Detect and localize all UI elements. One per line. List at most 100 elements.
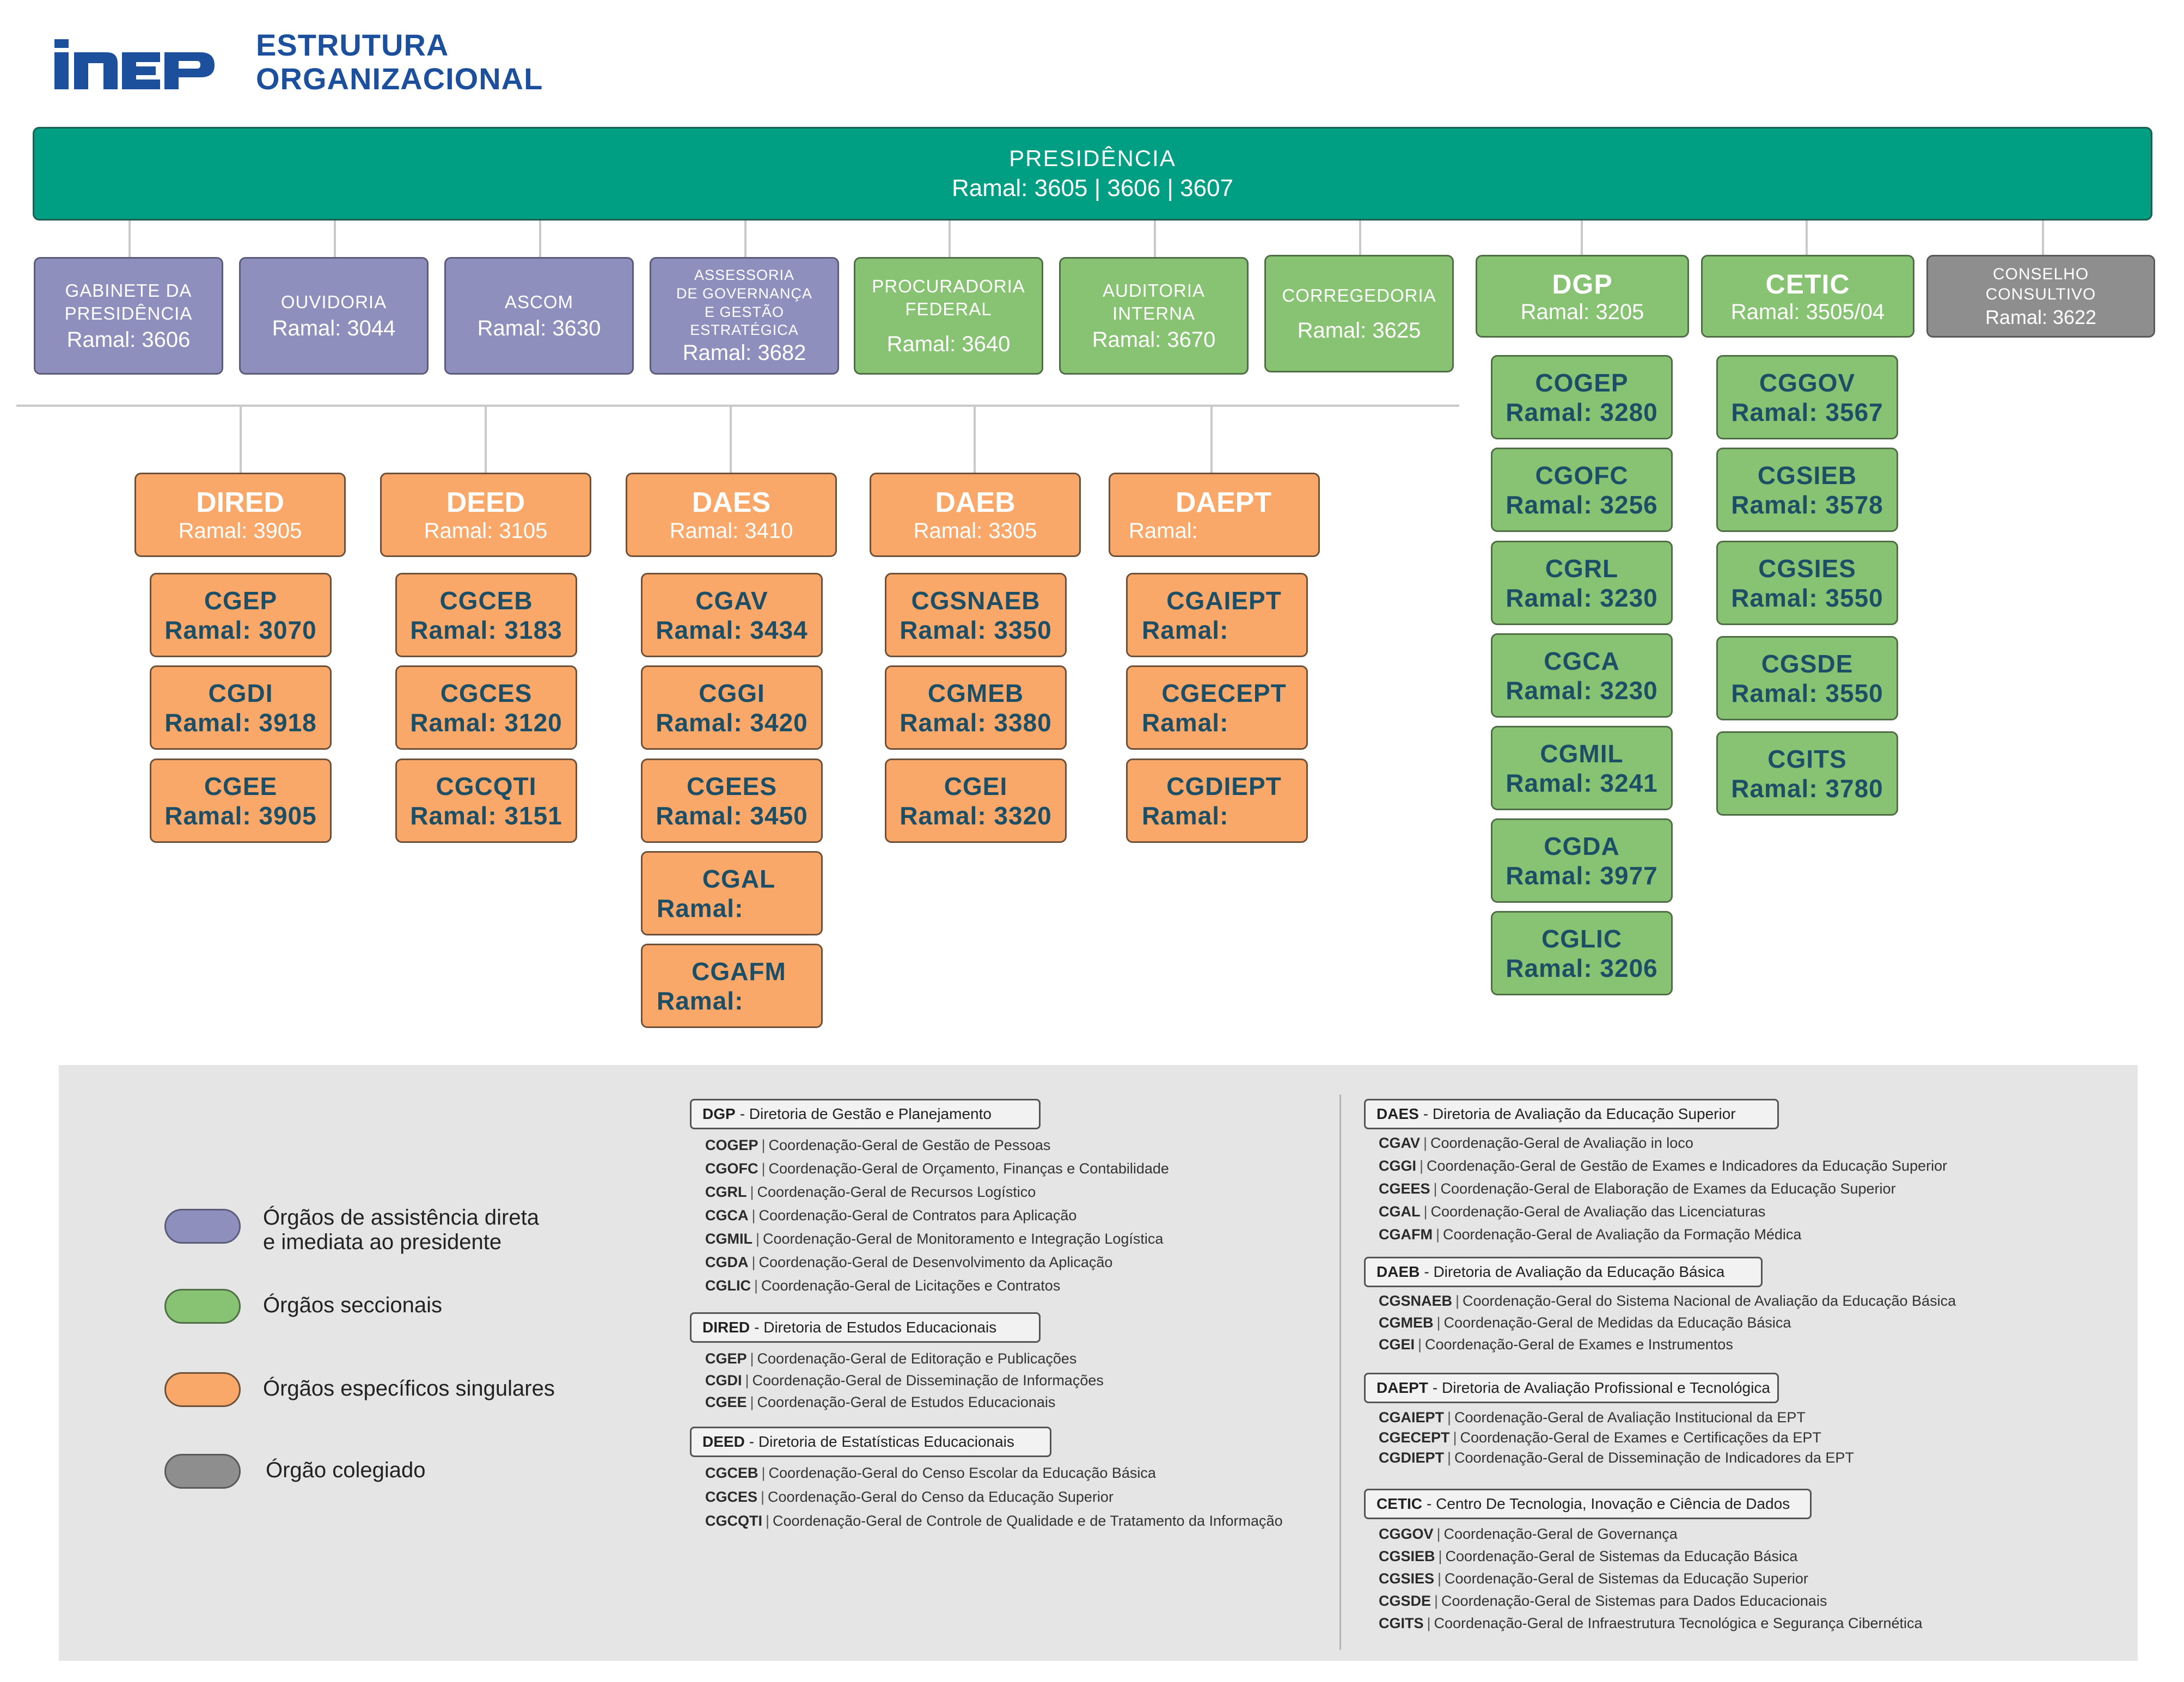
unit-name: CONSELHO CONSULTIVO bbox=[1985, 265, 2096, 304]
daes-unit-cgafm[interactable]: CGAFM Ramal: bbox=[641, 944, 823, 1028]
unit-name: CGSNAEB bbox=[911, 586, 1041, 615]
unit-corregedoria[interactable]: CORREGEDORIA Ramal: 3625 bbox=[1264, 255, 1454, 372]
item-desc: Coordenação-Geral de Sistemas da Educaçã… bbox=[1445, 1570, 1808, 1587]
item-code: CGLIC bbox=[705, 1277, 751, 1294]
unit-ramal: Ramal: 3905 bbox=[164, 801, 317, 830]
item-desc: Coordenação-Geral de Governança bbox=[1443, 1526, 1678, 1542]
unit-conselho[interactable]: CONSELHO CONSULTIVO Ramal: 3622 bbox=[1926, 255, 2155, 338]
legend-item: CGSIEB|Coordenação-Geral de Sistemas da … bbox=[1379, 1548, 1798, 1564]
dgp-unit-cgrl[interactable]: CGRL Ramal: 3230 bbox=[1491, 541, 1673, 625]
cetic-unit-cgits[interactable]: CGITS Ramal: 3780 bbox=[1716, 731, 1898, 816]
connector bbox=[1581, 221, 1583, 256]
daept-unit-cgdiept[interactable]: CGDIEPT Ramal: bbox=[1126, 759, 1308, 843]
item-code: CGEI bbox=[1379, 1336, 1415, 1353]
directorate-name: DIRED bbox=[196, 487, 284, 518]
unit-ramal: Ramal: 3550 bbox=[1731, 678, 1883, 707]
daes-unit-cgav[interactable]: CGAV Ramal: 3434 bbox=[641, 573, 823, 657]
connector bbox=[1806, 221, 1808, 256]
item-code: CGSIES bbox=[1379, 1570, 1435, 1587]
directorate-name: DEED bbox=[446, 487, 525, 518]
directorate-ramal: Ramal: 3905 bbox=[178, 519, 302, 543]
item-desc: Coordenação-Geral de Sistemas da Educaçã… bbox=[1445, 1548, 1798, 1564]
daes-unit-cgal[interactable]: CGAL Ramal: bbox=[641, 851, 823, 935]
connector bbox=[949, 221, 951, 258]
page-title-line2: ORGANIZACIONAL bbox=[256, 61, 543, 96]
unit-ramal: Ramal: 3380 bbox=[900, 708, 1052, 737]
cetic-unit-cgsieb[interactable]: CGSIEB Ramal: 3578 bbox=[1716, 448, 1898, 532]
legend-swatch-orange bbox=[164, 1372, 241, 1407]
unit-procuradoria[interactable]: PROCURADORIA FEDERAL Ramal: 3640 bbox=[854, 257, 1043, 375]
group-code: DIRED bbox=[702, 1319, 750, 1336]
dired-unit-cgdi[interactable]: CGDI Ramal: 3918 bbox=[150, 665, 332, 750]
legend-item: CGSDE|Coordenação-Geral de Sistemas para… bbox=[1379, 1593, 1827, 1609]
deed-unit-cgces[interactable]: CGCES Ramal: 3120 bbox=[395, 665, 577, 750]
directorate-daept[interactable]: DAEPT Ramal: bbox=[1109, 473, 1320, 557]
dgp-unit-cgmil[interactable]: CGMIL Ramal: 3241 bbox=[1491, 726, 1673, 810]
daes-unit-cggi[interactable]: CGGI Ramal: 3420 bbox=[641, 665, 823, 750]
directorate-dired[interactable]: DIRED Ramal: 3905 bbox=[134, 473, 346, 557]
presidencia-ramal: Ramal: 3605 | 3606 | 3607 bbox=[952, 175, 1233, 201]
cetic-unit-cgsies[interactable]: CGSIES Ramal: 3550 bbox=[1716, 541, 1898, 625]
group-code: DAEB bbox=[1377, 1263, 1420, 1280]
dgp-unit-cglic[interactable]: CGLIC Ramal: 3206 bbox=[1491, 911, 1673, 995]
item-desc: Coordenação-Geral de Exames e Instrument… bbox=[1425, 1336, 1733, 1353]
directorate-daeb[interactable]: DAEB Ramal: 3305 bbox=[870, 473, 1081, 557]
unit-name: CGCES bbox=[440, 678, 533, 707]
daes-unit-cgees[interactable]: CGEES Ramal: 3450 bbox=[641, 759, 823, 843]
page-title: ESTRUTURA ORGANIZACIONAL bbox=[256, 28, 543, 95]
item-desc: Coordenação-Geral de Editoração e Public… bbox=[757, 1350, 1077, 1367]
item-code: CGDA bbox=[705, 1254, 749, 1270]
daeb-unit-cgmeb[interactable]: CGMEB Ramal: 3380 bbox=[885, 665, 1067, 750]
unit-gabinete[interactable]: GABINETE DA PRESIDÊNCIA Ramal: 3606 bbox=[34, 257, 223, 375]
unit-ramal: Ramal: 3625 bbox=[1297, 319, 1421, 343]
directorate-deed[interactable]: DEED Ramal: 3105 bbox=[380, 473, 591, 557]
unit-dgp[interactable]: DGP Ramal: 3205 bbox=[1476, 255, 1689, 338]
dgp-unit-cgca[interactable]: CGCA Ramal: 3230 bbox=[1491, 633, 1673, 718]
group-desc: - Diretoria de Avaliação da Educação Sup… bbox=[1423, 1105, 1736, 1122]
unit-cetic[interactable]: CETIC Ramal: 3505/04 bbox=[1701, 255, 1914, 338]
daeb-unit-cgei[interactable]: CGEI Ramal: 3320 bbox=[885, 759, 1067, 843]
directorate-daes[interactable]: DAES Ramal: 3410 bbox=[626, 473, 837, 557]
legend-item: CGOFC|Coordenação-Geral de Orçamento, Fi… bbox=[705, 1160, 1169, 1177]
unit-assessoria[interactable]: ASSESSORIA DE GOVERNANÇA E GESTÃO ESTRAT… bbox=[650, 257, 839, 375]
legend-item: CGEES|Coordenação-Geral de Elaboração de… bbox=[1379, 1181, 1896, 1197]
dired-unit-cgee[interactable]: CGEE Ramal: 3905 bbox=[150, 759, 332, 843]
cetic-unit-cgsde[interactable]: CGSDE Ramal: 3550 bbox=[1716, 636, 1898, 720]
cetic-unit-cggov[interactable]: CGGOV Ramal: 3567 bbox=[1716, 355, 1898, 439]
unit-name: CGSIES bbox=[1758, 554, 1856, 583]
directorate-ramal: Ramal: 3410 bbox=[669, 519, 793, 543]
legend-item: CGAV|Coordenação-Geral de Avaliação in l… bbox=[1379, 1135, 1693, 1151]
unit-name: CGRL bbox=[1545, 554, 1619, 583]
unit-name: CGCQTI bbox=[436, 772, 537, 800]
daept-unit-cgaiept[interactable]: CGAIEPT Ramal: bbox=[1126, 573, 1308, 657]
unit-ascom[interactable]: ASCOM Ramal: 3630 bbox=[444, 257, 634, 375]
unit-ramal: Ramal: 3682 bbox=[682, 341, 806, 365]
unit-name: AUDITORIA INTERNA bbox=[1102, 280, 1206, 323]
presidencia-box[interactable]: PRESIDÊNCIA Ramal: 3605 | 3606 | 3607 bbox=[33, 127, 2152, 221]
daeb-unit-cgsnaeb[interactable]: CGSNAEB Ramal: 3350 bbox=[885, 573, 1067, 657]
unit-name: CGAL bbox=[702, 864, 776, 893]
unit-ramal: Ramal: 3044 bbox=[272, 316, 396, 341]
dgp-unit-cogep[interactable]: COGEP Ramal: 3280 bbox=[1491, 355, 1673, 439]
deed-unit-cgceb[interactable]: CGCEB Ramal: 3183 bbox=[395, 573, 577, 657]
dgp-unit-cgda[interactable]: CGDA Ramal: 3977 bbox=[1491, 818, 1673, 903]
page-title-line1: ESTRUTURA bbox=[256, 28, 449, 62]
dired-unit-cgep[interactable]: CGEP Ramal: 3070 bbox=[150, 573, 332, 657]
item-desc: Coordenação-Geral de Avaliação in loco bbox=[1430, 1135, 1693, 1151]
dgp-unit-cgofc[interactable]: CGOFC Ramal: 3256 bbox=[1491, 448, 1673, 532]
item-desc: Coordenação-Geral de Avaliação das Licen… bbox=[1430, 1203, 1766, 1220]
unit-name: CGCEB bbox=[439, 586, 533, 615]
unit-name: CGAFM bbox=[692, 957, 786, 986]
legend-swatch-purple bbox=[164, 1209, 241, 1244]
daept-unit-cgecept[interactable]: CGECEPT Ramal: bbox=[1126, 665, 1308, 750]
legend-item: CGCQTI|Coordenação-Geral de Controle de … bbox=[705, 1513, 1283, 1529]
legend-item: CGAL|Coordenação-Geral de Avaliação das … bbox=[1379, 1203, 1766, 1220]
unit-ramal: Ramal: 3567 bbox=[1731, 397, 1883, 426]
legend-group-header: DGP- Diretoria de Gestão e Planejamento bbox=[690, 1099, 1041, 1129]
unit-ouvidoria[interactable]: OUVIDORIA Ramal: 3044 bbox=[239, 257, 429, 375]
deed-unit-cgcqti[interactable]: CGCQTI Ramal: 3151 bbox=[395, 759, 577, 843]
legend-group-header: DEED- Diretoria de Estatísticas Educacio… bbox=[690, 1427, 1051, 1457]
unit-ramal: Ramal: 3450 bbox=[656, 801, 808, 830]
unit-auditoria[interactable]: AUDITORIA INTERNA Ramal: 3670 bbox=[1059, 257, 1249, 375]
legend-label: Órgãos específicos singulares bbox=[263, 1377, 555, 1400]
